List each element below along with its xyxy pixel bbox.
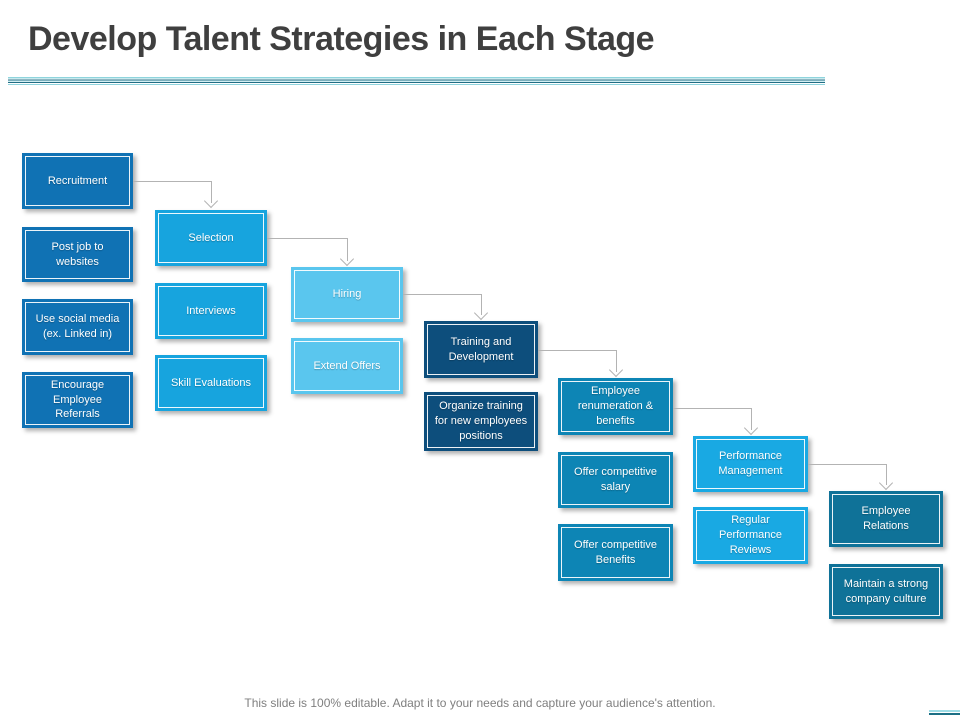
stage-label: Performance Management	[718, 450, 783, 477]
item-label: Offer competitive salary	[574, 466, 657, 493]
stage-label: Recruitment	[47, 174, 108, 187]
connector-recruitment-selection	[133, 181, 211, 182]
item-box-post-job: Post job to websites	[22, 227, 133, 282]
stage-box-performance-management: Performance Management	[693, 436, 808, 492]
connector-training-renumeration-drop	[616, 350, 617, 372]
item-label: Post job to websites	[51, 240, 104, 268]
connector-hiring-training-drop	[481, 294, 482, 315]
item-box-company-culture: Maintain a strong company culture	[829, 564, 943, 619]
arrow-down-icon	[203, 193, 219, 209]
item-label: Extend Offers	[313, 359, 381, 372]
item-box-extend-offers: Extend Offers	[291, 338, 403, 394]
item-label: Regular Performance Reviews	[719, 514, 782, 556]
item-label: Use social media (ex. Linked in)	[35, 313, 120, 340]
item-label: Maintain a strong company culture	[843, 577, 929, 605]
stage-box-hiring: Hiring	[291, 267, 403, 322]
connector-renumeration-performance-drop	[751, 408, 752, 430]
stage-box-training-development: Training and Development	[424, 321, 538, 378]
stage-box-employee-renumeration: Employee renumeration & benefits	[558, 378, 673, 435]
connector-renumeration-performance	[673, 408, 751, 409]
stage-box-employee-relations: Employee Relations	[829, 491, 943, 547]
corner-accent-lines	[929, 709, 960, 715]
connector-performance-relations	[808, 464, 886, 465]
stage-box-selection: Selection	[155, 210, 267, 266]
title-divider	[8, 77, 825, 85]
stage-label: Employee renumeration & benefits	[577, 385, 654, 427]
arrow-down-icon	[473, 305, 489, 321]
item-box-organize-training: Organize training for new employees posi…	[424, 392, 538, 451]
item-label: Interviews	[186, 304, 236, 317]
corner-accent-line-dark	[929, 712, 960, 715]
slide-title: Develop Talent Strategies in Each Stage	[28, 20, 655, 58]
item-box-referrals: Encourage Employee Referrals	[22, 372, 133, 428]
stage-label: Employee Relations	[861, 505, 911, 532]
item-box-interviews: Interviews	[155, 283, 267, 339]
connector-performance-relations-drop	[886, 464, 887, 485]
arrow-down-icon	[339, 251, 355, 267]
item-label: Encourage Employee Referrals	[50, 378, 105, 421]
connector-training-renumeration	[538, 350, 616, 351]
stage-label: Selection	[188, 231, 234, 244]
connector-selection-hiring-drop	[347, 238, 348, 261]
item-box-competitive-salary: Offer competitive salary	[558, 452, 673, 508]
item-box-competitive-benefits: Offer competitive Benefits	[558, 524, 673, 581]
arrow-down-icon	[878, 475, 894, 491]
corner-accent-line-light	[929, 709, 960, 712]
item-box-skill-evaluations: Skill Evaluations	[155, 355, 267, 411]
item-box-performance-reviews: Regular Performance Reviews	[693, 507, 808, 564]
arrow-down-icon	[743, 420, 759, 436]
connector-hiring-training	[403, 294, 481, 295]
stage-label: Training and Development	[448, 335, 514, 363]
item-box-social-media: Use social media (ex. Linked in)	[22, 299, 133, 355]
connector-recruitment-selection-drop	[211, 181, 212, 203]
item-label: Offer competitive Benefits	[574, 538, 657, 566]
stage-label: Hiring	[332, 288, 362, 301]
arrow-down-icon	[608, 362, 624, 378]
item-label: Organize training for new employees posi…	[434, 400, 528, 442]
item-label: Skill Evaluations	[170, 376, 252, 389]
stage-box-recruitment: Recruitment	[22, 153, 133, 209]
connector-selection-hiring	[267, 238, 347, 239]
footer-note: This slide is 100% editable. Adapt it to…	[244, 696, 716, 710]
